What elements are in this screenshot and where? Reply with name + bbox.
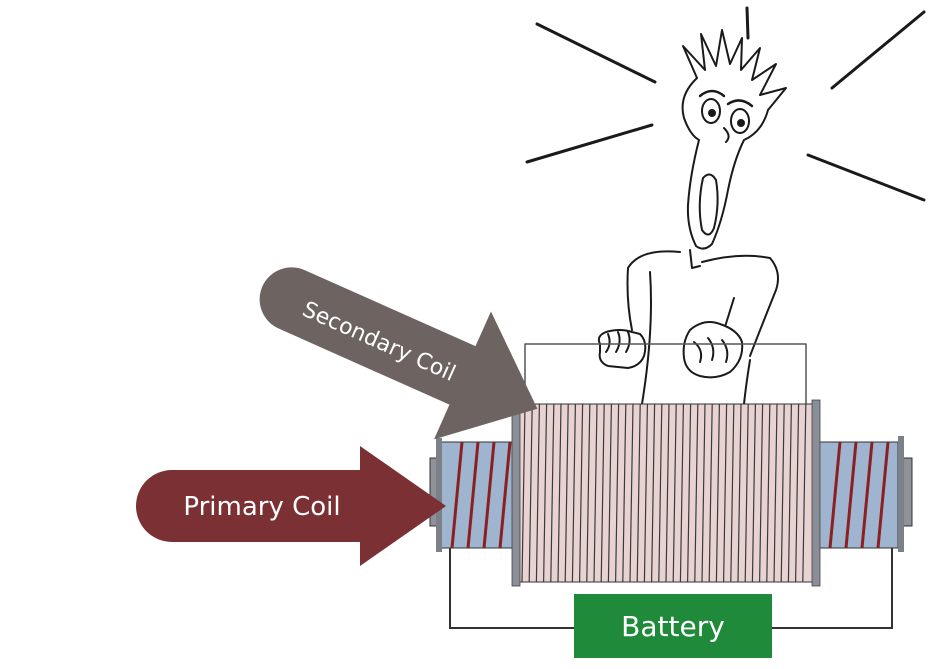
secondary-winding-turn [687, 403, 692, 583]
secondary-winding-turn [535, 403, 540, 583]
secondary-winding-turn [802, 403, 807, 583]
secondary-winding-turn [543, 403, 548, 583]
arrow-right-icon [136, 446, 446, 566]
secondary-winding-turn [694, 403, 699, 583]
secondary-winding-turn [528, 403, 533, 583]
battery-label: Battery [621, 610, 725, 643]
secondary-winding-turn [751, 403, 756, 583]
secondary-winding-turn [622, 403, 627, 583]
secondary-winding-turn [615, 403, 620, 583]
secondary-winding-turn [679, 403, 684, 583]
secondary-winding-turn [665, 403, 670, 583]
battery: Battery [574, 594, 772, 658]
secondary-winding-turn [521, 403, 526, 583]
secondary-winding-turn [658, 403, 663, 583]
secondary-flange-left [511, 399, 521, 587]
secondary-winding-turn [672, 403, 677, 583]
secondary-winding-turn [723, 403, 728, 583]
secondary-winding-turn [744, 403, 749, 583]
secondary-winding-turn [564, 403, 569, 583]
secondary-winding-turn [636, 403, 641, 583]
secondary-winding-turn [651, 403, 656, 583]
battery-box [574, 594, 772, 658]
transformer [429, 399, 913, 629]
secondary-winding-turn [701, 403, 706, 583]
secondary-winding-turn [759, 403, 764, 583]
secondary-flange-right [811, 399, 821, 587]
primary-winding-right [828, 441, 890, 549]
primary-winding-left [450, 441, 512, 549]
spool-flange-left [436, 438, 442, 552]
secondary-winding-turn [780, 403, 785, 583]
secondary-winding-turn [557, 403, 562, 583]
secondary-winding-turn [571, 403, 576, 583]
secondary-winding-turn [766, 403, 771, 583]
primary-coil-label: Primary Coil [183, 492, 340, 522]
secondary-winding-turn [773, 403, 778, 583]
secondary-winding-turn [787, 403, 792, 583]
secondary-winding-turn [579, 403, 584, 583]
secondary-winding-turn [715, 403, 720, 583]
secondary-winding-turn [737, 403, 742, 583]
arrow-right-icon [259, 267, 538, 440]
secondary-winding-turn [730, 403, 735, 583]
secondary-winding-turn [607, 403, 612, 583]
primary-coil-arrow: Primary Coil [136, 446, 446, 566]
secondary-winding-turn [708, 403, 713, 583]
battery-wire [449, 548, 893, 629]
secondary-winding-turn [600, 403, 605, 583]
secondary-winding-turn [593, 403, 598, 583]
secondary-winding-turn [643, 403, 648, 583]
secondary-winding-turn [586, 403, 591, 583]
secondary-winding-turn [629, 403, 634, 583]
spool-flange-right [898, 436, 904, 552]
secondary-winding-turn [550, 403, 555, 583]
secondary-winding [521, 403, 807, 583]
shocked-person-drawing [524, 6, 926, 405]
secondary-winding-turn [795, 403, 800, 583]
